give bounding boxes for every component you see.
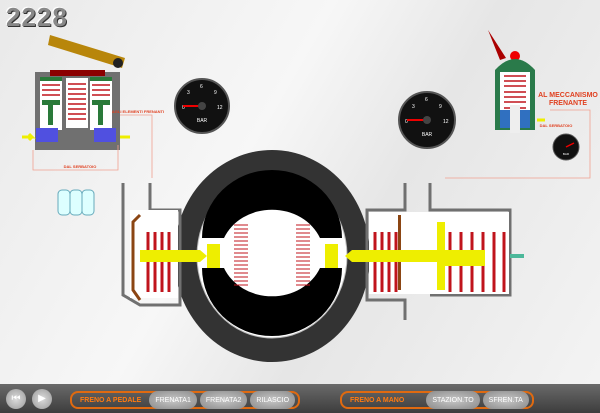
wheel-drum: [174, 150, 370, 362]
svg-text:BAR: BAR: [422, 132, 433, 138]
rewind-button[interactable]: ⏮: [6, 388, 26, 409]
svg-text:9: 9: [439, 104, 442, 110]
hand-brake-group: FRENO A MANO STAZION.TO SFREN.TA: [340, 391, 534, 409]
svg-text:6: 6: [200, 84, 203, 90]
dal-serbatoio-label: DAL SERBATOIO: [64, 164, 97, 169]
pedal-brake-label: FRENO A PEDALE: [80, 396, 142, 404]
skip-back-icon: ⏮: [11, 393, 21, 404]
al-meccanismo-label: AL MECCANISMO FRENANTE: [538, 92, 598, 107]
svg-text:0: 0: [182, 105, 185, 111]
pressure-gauge-left: 0 3 6 9 12 BAR: [174, 78, 230, 134]
pressure-gauge-small: BAR: [552, 133, 580, 161]
hand-brake-label: FRENO A MANO: [350, 396, 405, 404]
svg-text:0: 0: [405, 119, 408, 125]
svg-text:3: 3: [187, 90, 190, 96]
left-brake-chamber: [121, 183, 207, 307]
frenata1-button[interactable]: FRENATA1: [149, 391, 197, 409]
svg-text:BAR: BAR: [563, 152, 570, 156]
hand-brake-valve: DAL SERBATOIO: [445, 30, 591, 179]
right-brake-chamber: [345, 183, 524, 320]
dal-serbatoio-right-label: DAL SERBATOIO: [540, 123, 573, 128]
pedal-brake-group: FRENO A PEDALE FRENATA1 FRENATA2 RILASCI…: [70, 391, 301, 409]
sfrenata-button[interactable]: SFREN.TA: [482, 391, 529, 409]
gauge-unit: BAR: [197, 118, 208, 124]
rilascio-button[interactable]: RILASCIO: [250, 391, 296, 409]
frame-counter: 2228: [6, 2, 68, 32]
foot-brake-valve: DAL SERBATOIO AGLI ELEMENTI FRENANTI: [22, 35, 164, 216]
control-toolbar: ⏮ ▶ FRENO A PEDALE FRENATA1 FRENATA2 RIL…: [0, 384, 600, 413]
agli-elementi-label: AGLI ELEMENTI FRENANTI: [112, 109, 164, 114]
svg-text:12: 12: [217, 105, 223, 111]
svg-text:9: 9: [214, 90, 217, 96]
play-button[interactable]: ▶: [32, 388, 52, 409]
svg-text:3: 3: [412, 104, 415, 110]
stazionamento-button[interactable]: STAZION.TO: [426, 391, 480, 409]
pressure-gauge-right: 0 3 6 9 12 BAR: [398, 91, 456, 149]
play-icon: ▶: [38, 393, 46, 404]
frenata2-button[interactable]: FRENATA2: [199, 391, 248, 409]
svg-text:6: 6: [425, 97, 428, 103]
brake-diagram: DAL SERBATOIO AGLI ELEMENTI FRENANTI DAL…: [22, 30, 591, 362]
svg-text:12: 12: [443, 119, 449, 125]
